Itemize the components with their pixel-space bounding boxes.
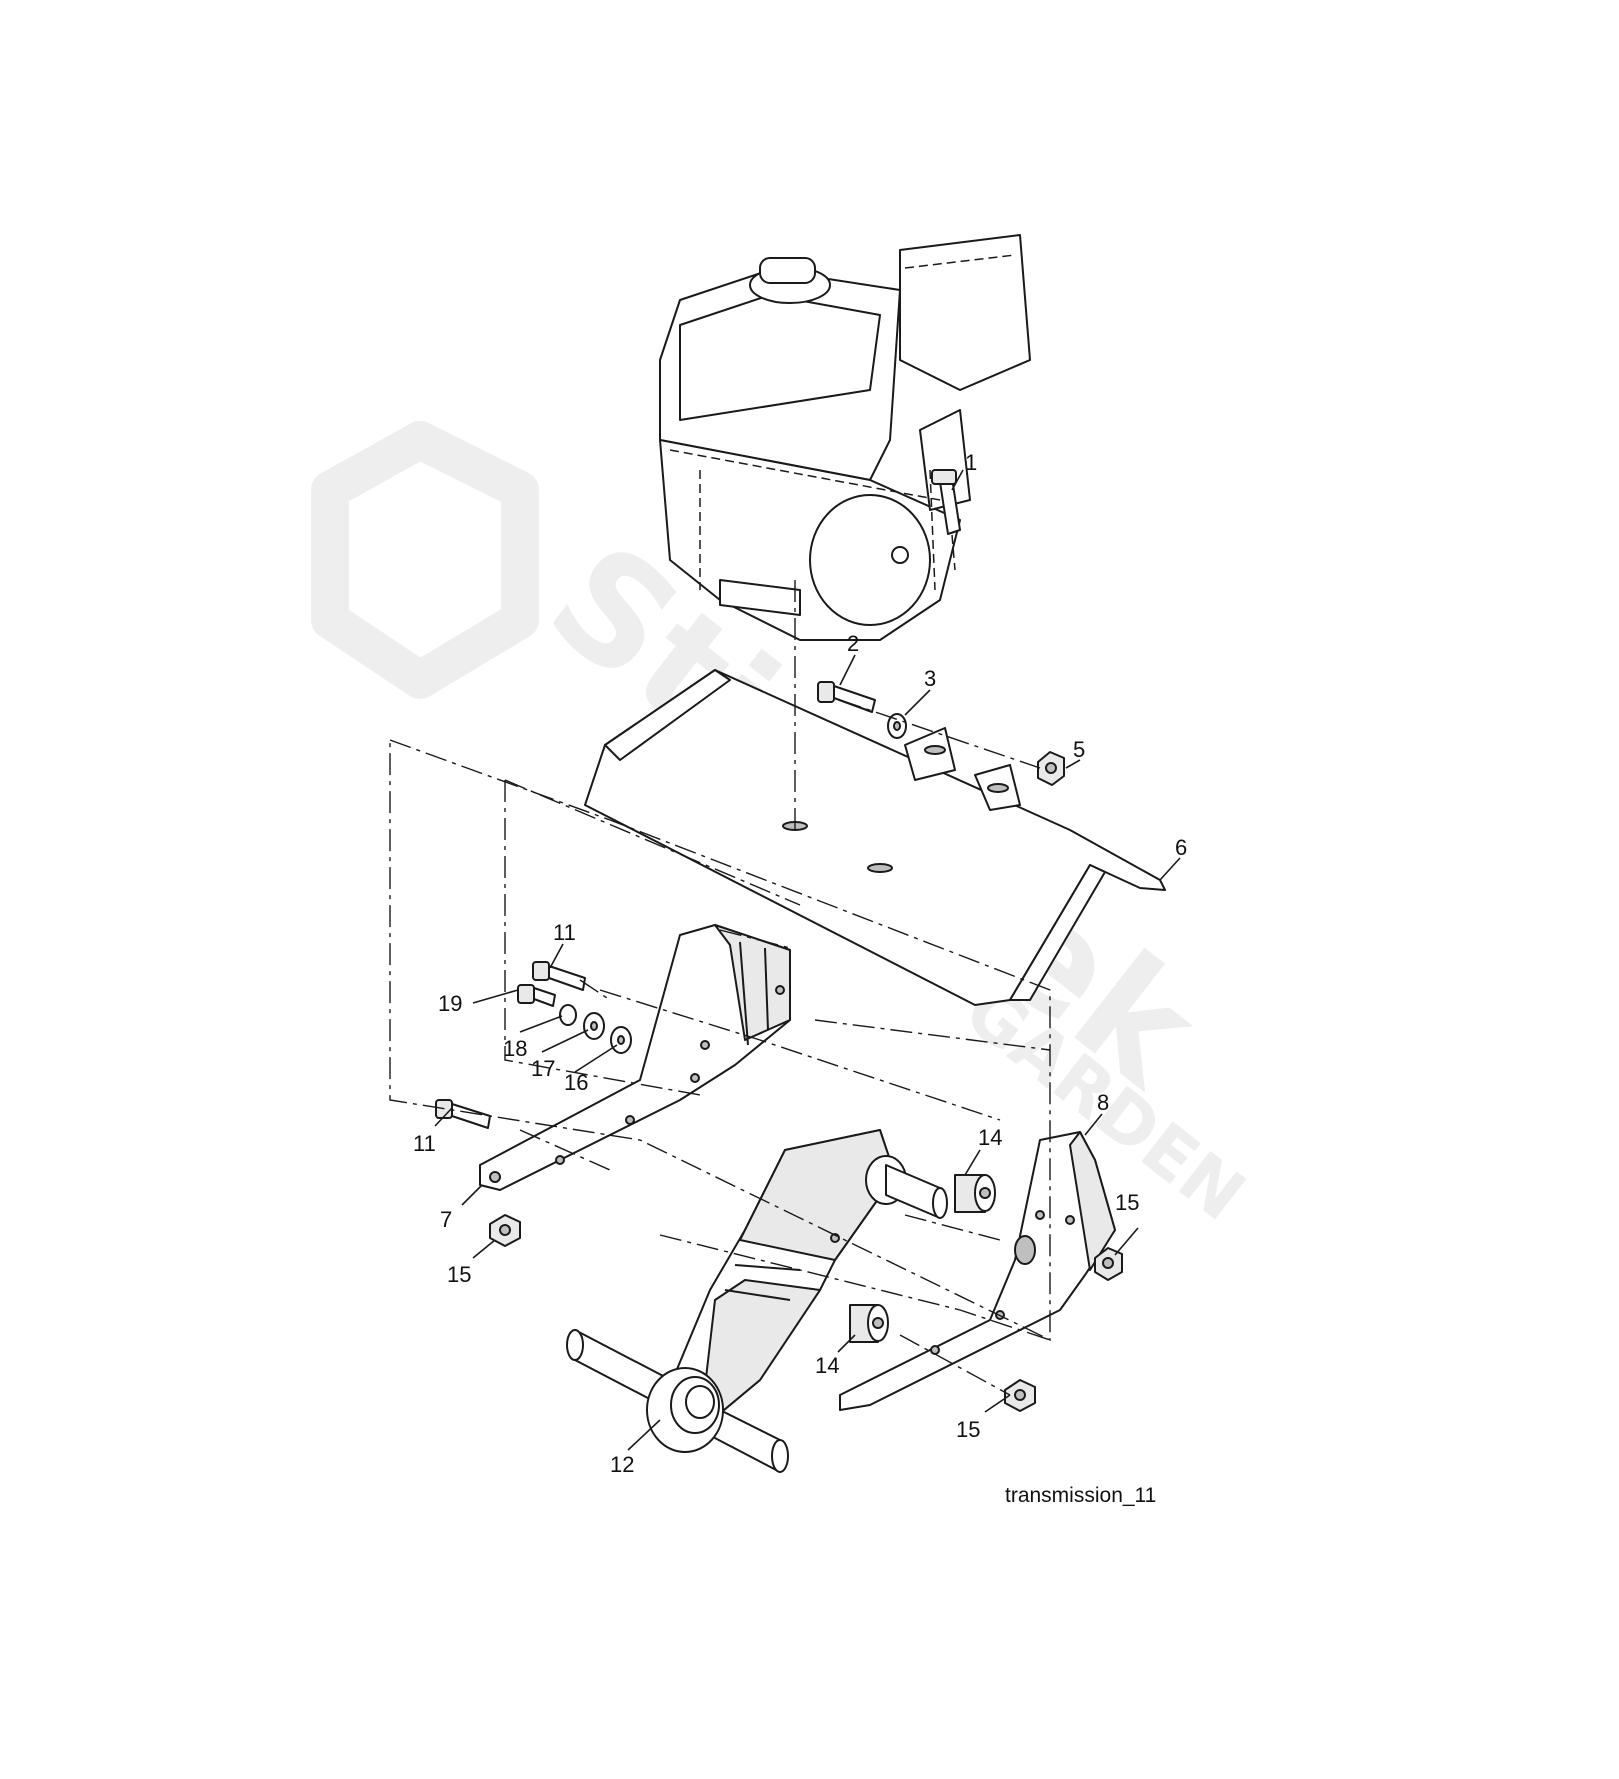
watermark-logo-icon: [311, 421, 539, 699]
part-1-bolt: [931, 469, 961, 571]
callouts: 1 2 3 5 6 11 19 18 17 16 11 7 15 14 8 15…: [413, 450, 1187, 1477]
callout-15-left: 15: [447, 1262, 471, 1287]
callout-5: 5: [1073, 737, 1085, 762]
diagram-caption: transmission_11: [1005, 1484, 1156, 1507]
part-15-nut-right-lower: [1004, 1379, 1036, 1412]
callout-19: 19: [438, 991, 462, 1016]
part-5-nut: [1037, 751, 1065, 786]
part-6-shield: [584, 669, 1166, 1006]
part-12-chaincase: [566, 1129, 948, 1473]
callout-2: 2: [847, 631, 859, 656]
part-14-spacer-lower: [849, 1304, 889, 1343]
callout-7: 7: [440, 1207, 452, 1232]
part-7-left-bracket: [479, 924, 791, 1191]
callout-8: 8: [1097, 1090, 1109, 1115]
callout-14-upper: 14: [978, 1125, 1002, 1150]
callout-16: 16: [564, 1070, 588, 1095]
part-15-nut-left: [489, 1214, 521, 1247]
part-8-right-bracket: [839, 1131, 1116, 1411]
part-16-washer: [610, 1026, 632, 1054]
callout-15-right-upper: 15: [1115, 1190, 1139, 1215]
callout-1: 1: [965, 450, 977, 475]
part-14-spacer-upper: [954, 1174, 996, 1213]
callout-11-lower: 11: [413, 1131, 436, 1156]
callout-6: 6: [1175, 835, 1187, 860]
callout-18: 18: [503, 1036, 527, 1061]
callout-15-right-lower: 15: [956, 1417, 980, 1442]
part-15-nut-right-upper: [1094, 1247, 1123, 1281]
part-11-bolt-lower: [435, 1099, 491, 1129]
part-17-washer: [583, 1012, 605, 1040]
callout-12: 12: [610, 1452, 634, 1477]
leader-lines: [434, 469, 1181, 1451]
callout-17: 17: [531, 1056, 555, 1081]
callout-3: 3: [924, 666, 936, 691]
callout-14-lower: 14: [815, 1353, 839, 1378]
part-2-bolt: [817, 681, 876, 713]
engine: [659, 234, 1031, 641]
part-18-lock-washer: [559, 1004, 577, 1026]
part-19-bolt: [517, 984, 556, 1007]
part-11-bolt-upper: [532, 961, 586, 991]
assembly-lines: [389, 580, 1051, 1396]
part-3-washer: [887, 713, 907, 739]
callout-11-upper: 11: [553, 920, 576, 945]
